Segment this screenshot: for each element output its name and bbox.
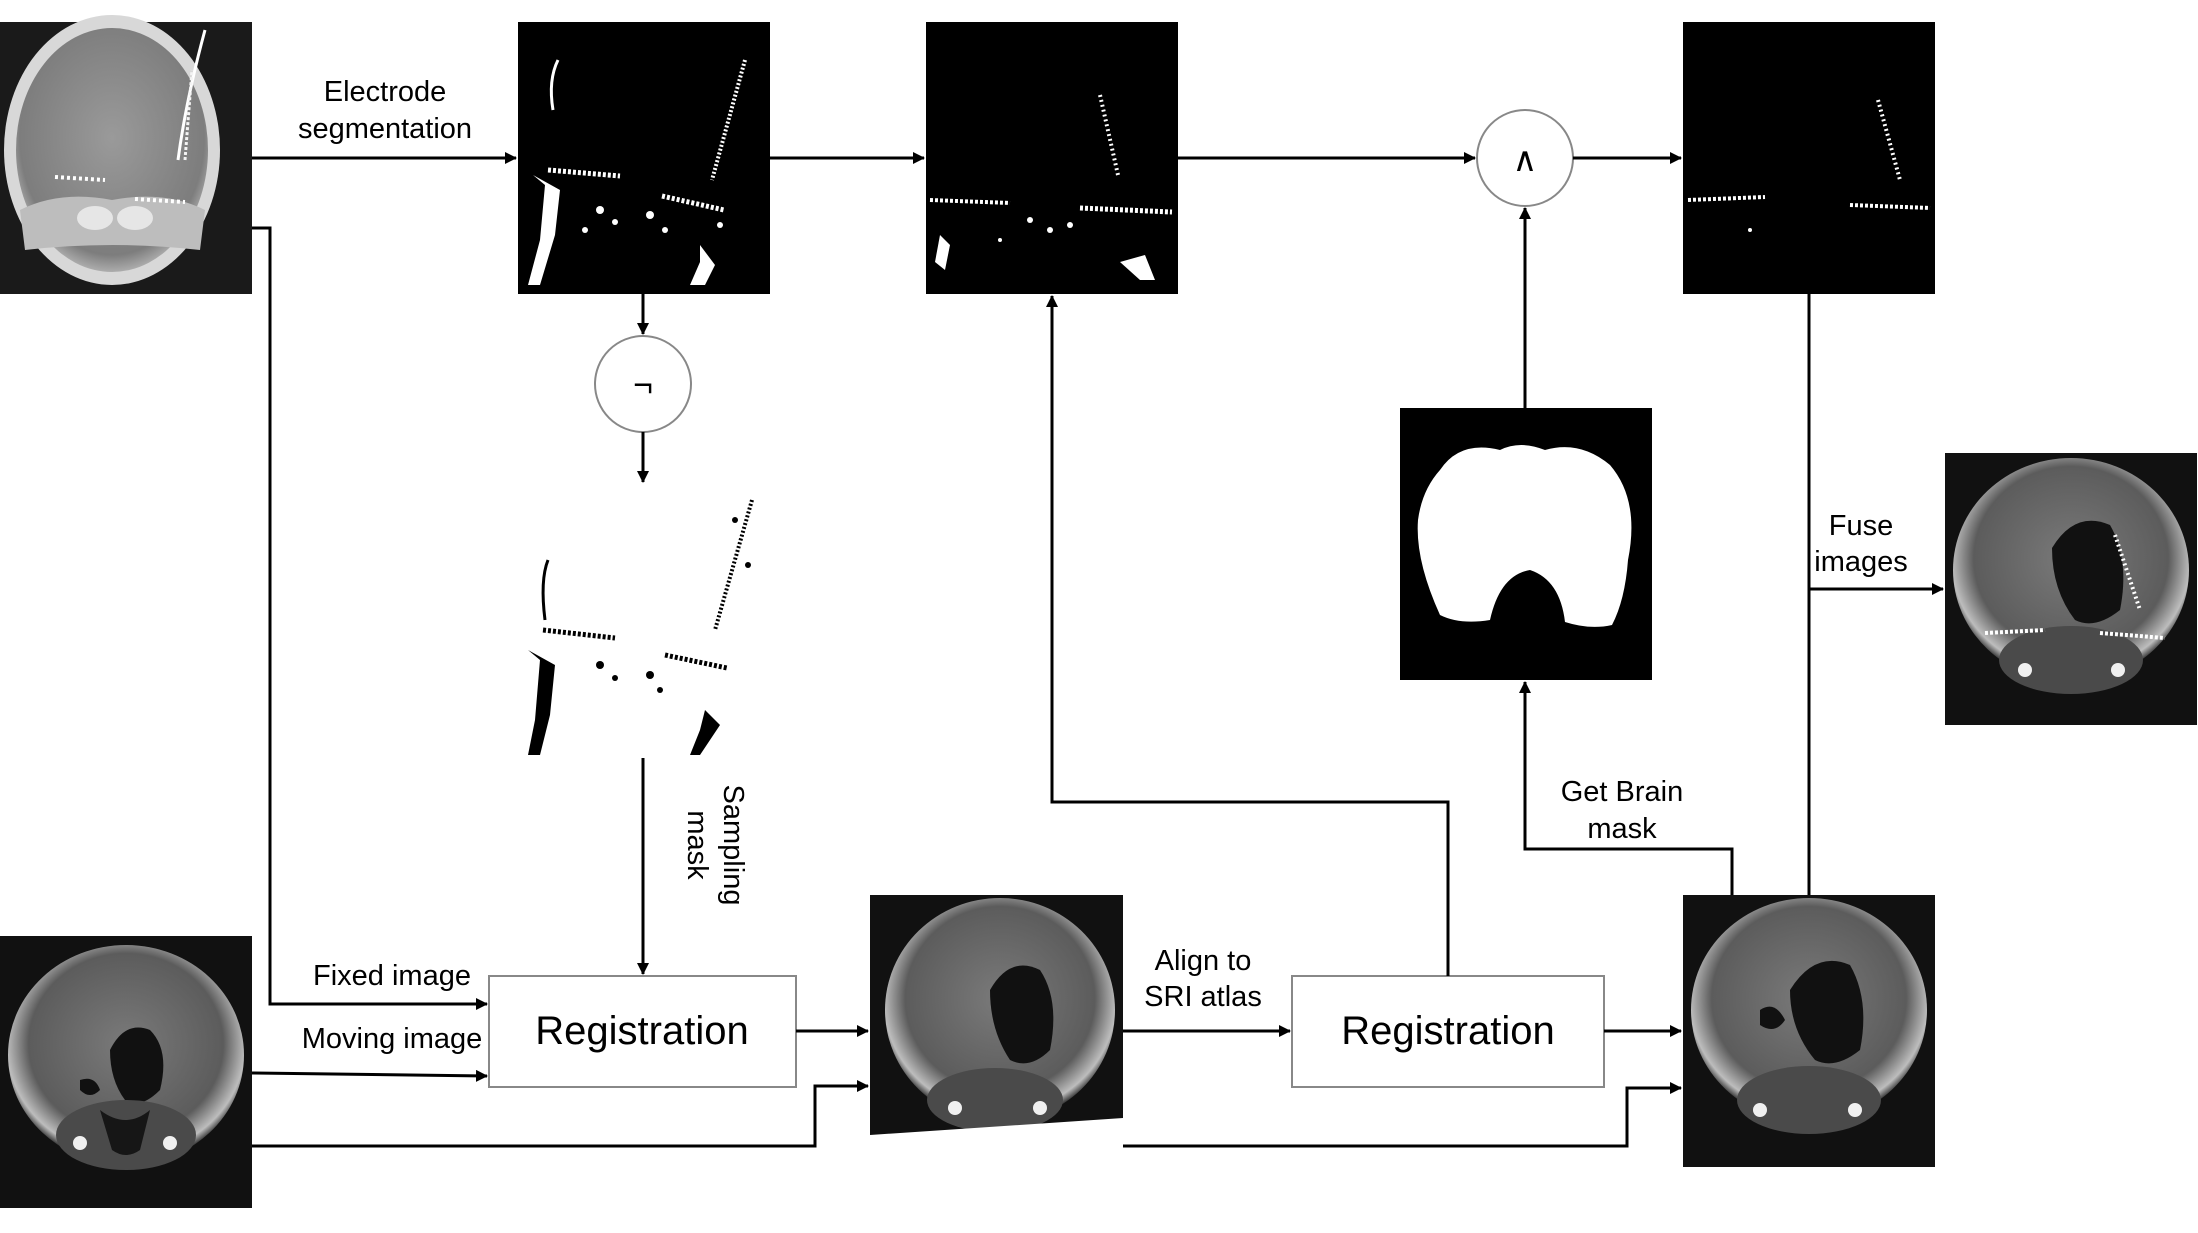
edge-label-sampling-mask: Sampling mask [681, 785, 749, 906]
edge-label-sampling: Sampling [717, 785, 749, 906]
arrow-registered-to-atlas-image [1123, 1082, 1682, 1148]
inverted-mask-image [528, 499, 754, 755]
registered-segmentation-mask-image [926, 22, 1178, 294]
edge-label-segmentation: segmentation [298, 113, 472, 145]
edge-label-brain-mask: mask [1587, 813, 1657, 845]
not-operator-symbol: ¬ [633, 366, 653, 404]
edge-label-mask: mask [681, 810, 713, 880]
connectors [251, 152, 1944, 1148]
arrow-moving-image [251, 1069, 488, 1082]
edge-label-fuse: Fuse [1829, 510, 1893, 542]
registration-box-1-label: Registration [535, 1009, 748, 1053]
electrode-only-mask-image [1683, 22, 1935, 294]
edge-label-fixed-image: Fixed image [313, 960, 471, 992]
registration-box-2-label: Registration [1341, 1009, 1554, 1053]
mri-registered-image [870, 895, 1123, 1167]
edge-label-get-brain: Get Brain [1561, 776, 1684, 808]
electrode-segmentation-mask-image [518, 22, 770, 294]
mri-coronal-input-image [0, 936, 252, 1208]
fused-output-image [1945, 453, 2197, 725]
arrow-mri-to-registered [252, 1080, 869, 1148]
arrow-brain-mask [1519, 681, 1734, 895]
and-operator: ∧ [1476, 109, 1574, 207]
and-operator-symbol: ∧ [1513, 141, 1538, 179]
not-operator: ¬ [594, 335, 692, 433]
edge-label-align-to: Align to [1155, 945, 1252, 977]
ct-coronal-scan-image [0, 15, 252, 294]
arrow-transform-to-seg [1046, 295, 1450, 976]
edge-label-images: images [1814, 546, 1908, 578]
brain-mask-image [1400, 408, 1652, 680]
edge-label-electrode: Electrode [324, 76, 447, 108]
registration-box-1: Registration [488, 975, 797, 1088]
registration-box-2: Registration [1291, 975, 1605, 1088]
edge-label-moving-image: Moving image [302, 1023, 483, 1055]
mri-atlas-aligned-image [1683, 895, 1935, 1167]
edge-label-sri-atlas: SRI atlas [1144, 981, 1262, 1013]
arrow-fixed-image [252, 226, 488, 1010]
